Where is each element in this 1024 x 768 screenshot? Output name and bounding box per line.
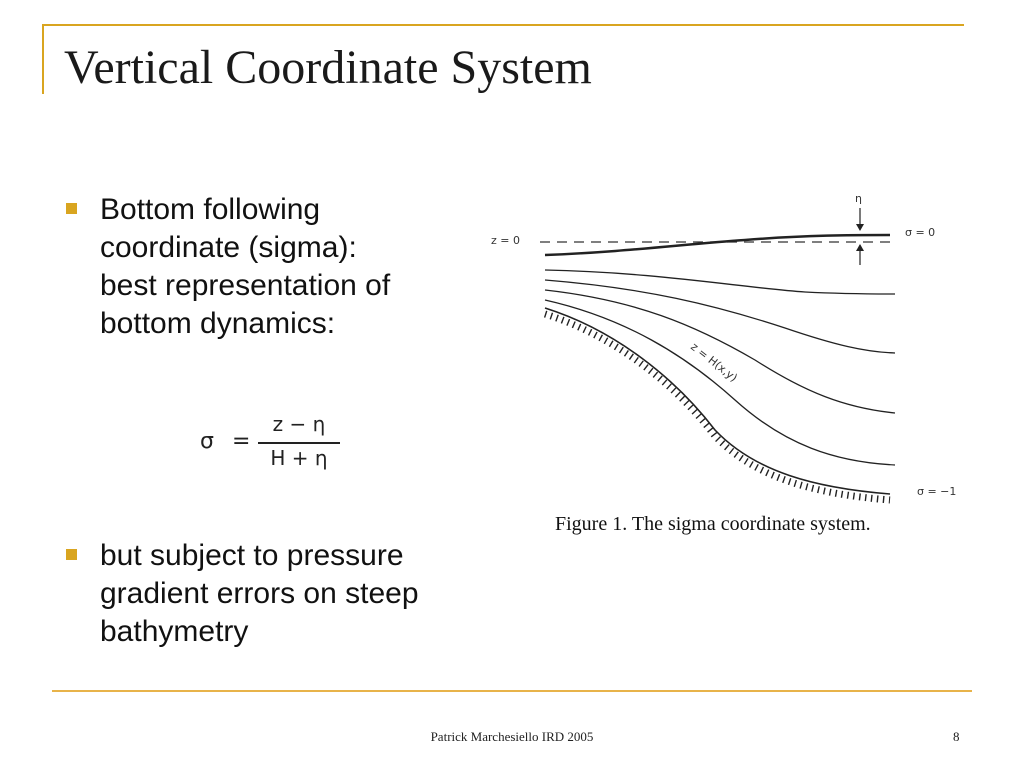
bullet-square-icon: [66, 549, 77, 560]
free-surface-line: [544, 233, 891, 257]
formula-lhs: σ: [200, 429, 214, 454]
eta-arrowhead-up: [856, 244, 864, 251]
formula-fraction-bar: [258, 442, 340, 444]
bottom-topography-line: [544, 307, 891, 495]
bullet-text: Bottom following coordinate (sigma): bes…: [100, 193, 391, 340]
figure-caption: Figure 1. The sigma coordinate system.: [555, 513, 871, 535]
eta-label: η: [855, 192, 862, 205]
page-number: 8: [953, 729, 960, 744]
title-frame-top: [42, 24, 964, 26]
sigma-level-line: [544, 279, 896, 354]
formula-denominator: H + η: [270, 446, 328, 470]
footer-author: Patrick Marchesiello IRD 2005: [430, 729, 594, 744]
sigma-formula: σ = z − η H + η: [200, 412, 350, 472]
footer-divider: [52, 690, 972, 692]
sigma-coordinate-figure: z = 0 η σ = 0 z = H(x,y) σ = −1 Figure 1…: [491, 192, 956, 535]
sigma-top-label: σ = 0: [905, 226, 935, 239]
eta-arrowhead-down: [856, 224, 864, 231]
sigma-level-line: [544, 289, 896, 414]
bottom-hatching: [543, 310, 891, 504]
bullet-text: but subject to pressure gradient errors …: [100, 539, 419, 648]
sigma-level-line: [544, 299, 896, 466]
sigma-level-line: [544, 269, 896, 295]
sigma-bottom-label: σ = −1: [917, 485, 956, 498]
bullet-square-icon: [66, 203, 77, 214]
slide-title: Vertical Coordinate System: [64, 41, 592, 94]
formula-equals: =: [232, 429, 251, 454]
z0-label: z = 0: [491, 234, 520, 247]
formula-numerator: z − η: [272, 412, 326, 436]
title-frame-left: [42, 24, 44, 94]
